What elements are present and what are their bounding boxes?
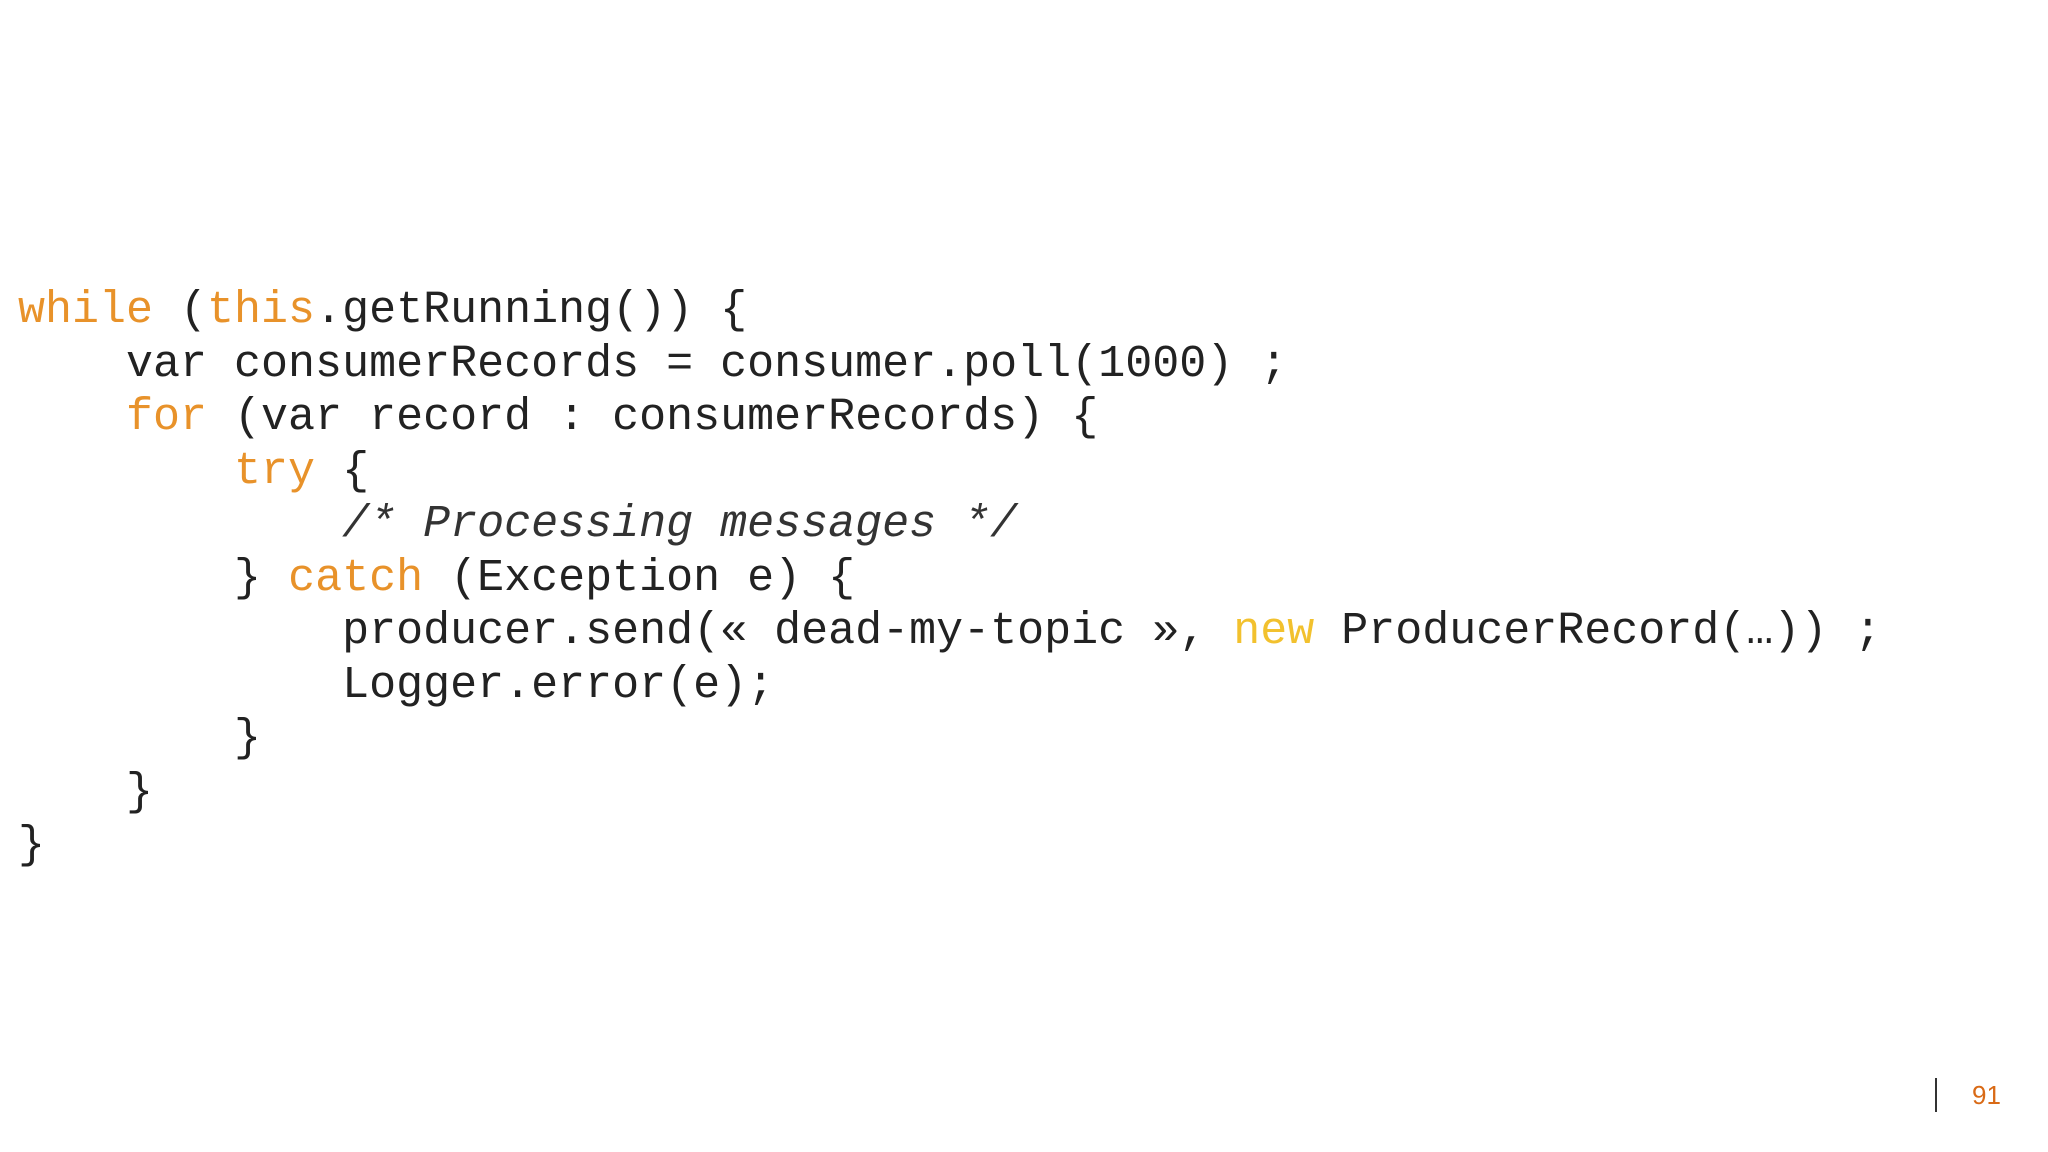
code-keyword: catch xyxy=(288,552,424,604)
code-indent xyxy=(18,606,342,657)
code-line: var consumerRecords = consumer.poll(1000… xyxy=(18,338,1881,392)
code-keyword: for xyxy=(126,392,208,443)
code-text: } xyxy=(18,820,46,871)
code-line: } xyxy=(18,712,1881,766)
code-keyword: this xyxy=(207,285,316,336)
code-indent xyxy=(18,446,234,497)
code-indent xyxy=(18,339,126,390)
code-line: /* Processing messages */ xyxy=(18,498,1881,552)
page-number: 91 xyxy=(1972,1080,2001,1110)
code-line: } catch (Exception e) { xyxy=(18,552,1881,606)
code-indent xyxy=(18,553,234,604)
code-keyword: new xyxy=(1233,606,1315,657)
code-line: Logger.error(e); xyxy=(18,659,1881,713)
code-text: producer.send(« dead-my-topic », xyxy=(342,606,1234,657)
code-block: while (this.getRunning()) { var consumer… xyxy=(18,284,1881,873)
code-indent xyxy=(18,499,342,550)
code-text: } xyxy=(234,552,289,604)
code-text: (var record : consumerRecords) { xyxy=(207,392,1099,443)
code-text: .getRunning()) { xyxy=(315,285,748,336)
code-text: } xyxy=(126,766,154,818)
code-keyword: while xyxy=(18,285,154,336)
code-comment: /* Processing messages */ xyxy=(342,499,1018,550)
code-line: } xyxy=(18,766,1881,820)
code-indent xyxy=(18,660,342,711)
code-line: while (this.getRunning()) { xyxy=(18,284,1881,338)
code-line: try { xyxy=(18,445,1881,499)
code-text: ProducerRecord(…)) ; xyxy=(1314,606,1882,657)
code-text: ( xyxy=(153,285,208,336)
code-line: producer.send(« dead-my-topic », new Pro… xyxy=(18,605,1881,659)
code-indent xyxy=(18,392,126,443)
code-text: (Exception e) { xyxy=(423,552,856,604)
code-keyword: try xyxy=(234,445,316,497)
code-indent xyxy=(18,767,126,818)
code-indent xyxy=(18,713,234,764)
code-line: for (var record : consumerRecords) { xyxy=(18,391,1881,445)
footer-divider xyxy=(1935,1078,1937,1112)
code-text: { xyxy=(315,445,370,497)
code-text: Logger.error(e); xyxy=(342,659,775,711)
code-line: } xyxy=(18,819,1881,873)
code-text: } xyxy=(234,713,262,764)
code-text: var consumerRecords = consumer.poll(1000… xyxy=(126,338,1288,390)
